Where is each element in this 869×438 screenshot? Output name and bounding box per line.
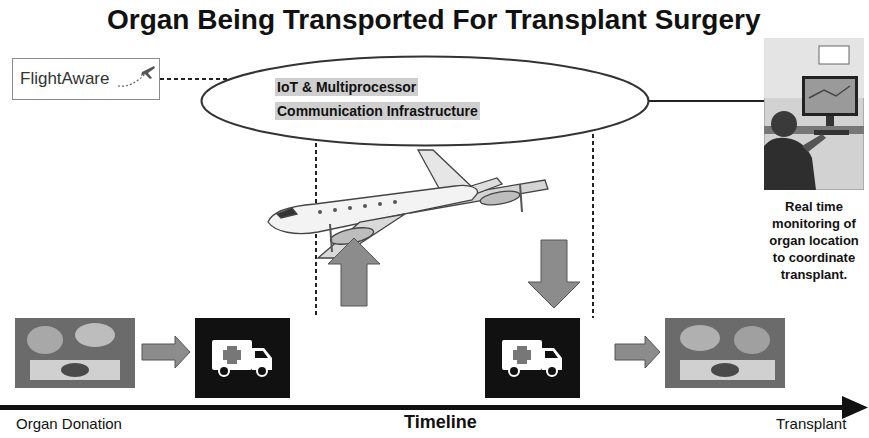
surgery-photo-part bbox=[27, 326, 63, 354]
up-arrow-part bbox=[328, 238, 380, 306]
dashed-drop-line-part bbox=[592, 134, 594, 318]
diagram-title: Organ Being Transported For Transplant S… bbox=[107, 3, 760, 37]
ambulance-icon-part-part bbox=[223, 350, 241, 360]
dashed-connector bbox=[160, 78, 231, 80]
airplane-illustration-part bbox=[418, 150, 472, 190]
flow-arrow-part bbox=[615, 336, 660, 368]
logo-text: FlightAware bbox=[20, 59, 109, 99]
keyboard bbox=[814, 130, 849, 135]
logo-plane-icon bbox=[116, 62, 156, 90]
logo-plane bbox=[141, 66, 155, 79]
airplane-illustration-part-part bbox=[348, 206, 352, 210]
airplane-illustration-part-part bbox=[363, 204, 367, 208]
bubble-ellipse bbox=[202, 57, 649, 146]
timeline-start-label: Organ Donation bbox=[16, 414, 122, 434]
monitoring-photo: Real time monitoring of organ location t… bbox=[764, 38, 864, 283]
surgery-photo-part bbox=[61, 363, 89, 377]
bubble-text-wrap: IoT & Multiprocessor Communication Infra… bbox=[275, 75, 507, 123]
ambulance-icon-part-part bbox=[257, 366, 267, 376]
surgery-photo-part bbox=[711, 363, 739, 377]
airplane-illustration-part bbox=[277, 208, 297, 218]
up-arrow bbox=[328, 238, 380, 306]
monitor-screen bbox=[805, 79, 855, 113]
down-arrow-part bbox=[528, 240, 580, 308]
logo-box: FlightAware bbox=[12, 58, 160, 100]
ambulance-icon-part-part bbox=[219, 366, 229, 376]
surgery-photo-part bbox=[734, 326, 770, 354]
airplane-illustration-part bbox=[479, 189, 520, 208]
bubble-outline bbox=[200, 55, 650, 147]
ambulance-icon-part-part bbox=[513, 350, 531, 360]
wall-picture bbox=[819, 46, 849, 64]
ambulance-icon-part-part bbox=[502, 340, 542, 370]
ambulance-icon-part bbox=[502, 340, 562, 376]
surgery-photo bbox=[15, 318, 785, 388]
airplane-illustration-part bbox=[520, 184, 522, 212]
timeline-end-label: Transplant bbox=[776, 414, 846, 434]
ambulance-icon-part-part bbox=[212, 340, 252, 370]
airplane-illustration bbox=[268, 150, 548, 258]
surgery-photo-part bbox=[665, 318, 785, 388]
ambulance-icon-part bbox=[212, 340, 272, 376]
down-arrow bbox=[528, 240, 580, 308]
timeline-arrow-part bbox=[0, 405, 848, 410]
ambulance-icon-part-part bbox=[255, 351, 268, 358]
timeline-label: Timeline bbox=[404, 412, 477, 432]
photo-ground bbox=[764, 38, 864, 190]
airplane-illustration-part bbox=[318, 200, 397, 214]
airplane-illustration-part bbox=[330, 224, 332, 252]
dashed-drop-line bbox=[316, 134, 593, 318]
bubble-text: IoT & Multiprocessor Communication Infra… bbox=[275, 78, 480, 120]
ambulance-icon bbox=[195, 318, 580, 398]
person-arm bbox=[802, 134, 826, 152]
ambulance-icon-part-part bbox=[545, 351, 558, 358]
screen-map bbox=[809, 86, 850, 98]
monitor-stand bbox=[826, 116, 834, 126]
ambulance-icon-part-part bbox=[547, 366, 557, 376]
surgery-photo-part bbox=[75, 323, 115, 347]
monitor bbox=[802, 76, 858, 116]
speech-bubble: IoT & Multiprocessor Communication Infra… bbox=[200, 55, 650, 147]
person-head bbox=[771, 111, 797, 137]
airplane-illustration-part-part bbox=[393, 200, 397, 204]
photo-caption: Real time monitoring of organ location t… bbox=[764, 198, 864, 283]
airplane-illustration-part-part bbox=[333, 208, 337, 212]
monitor-photo bbox=[764, 38, 864, 190]
ambulance-icon-part bbox=[195, 318, 290, 398]
surgery-photo-part bbox=[680, 325, 720, 351]
surgery-photo-part bbox=[30, 360, 120, 380]
airplane-illustration-part-part bbox=[318, 210, 322, 214]
solid-connector bbox=[649, 100, 765, 102]
ambulance-icon-part-part bbox=[509, 366, 519, 376]
ambulance-icon-part bbox=[485, 318, 580, 398]
surgery-photo-part bbox=[15, 318, 135, 388]
airplane-illustration-part-part bbox=[378, 202, 382, 206]
flow-arrow-part bbox=[142, 336, 190, 368]
surgery-photo-part bbox=[680, 360, 775, 380]
